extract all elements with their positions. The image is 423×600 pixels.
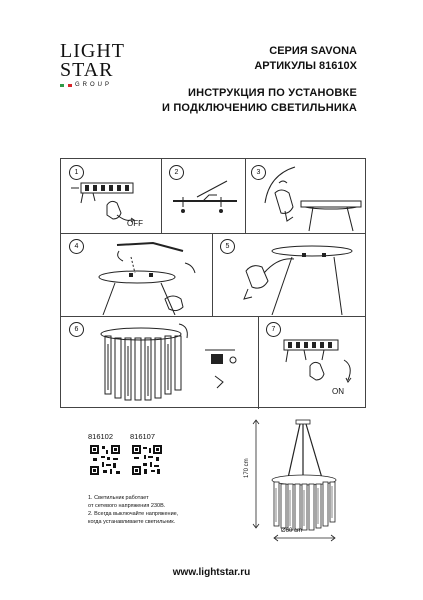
step-3-number: 3 [251,165,266,180]
grid-divider-col-4 [258,316,259,409]
step-1-number: 1 [69,165,84,180]
step-7-number: 7 [266,322,281,337]
step-3-panel: 3 [245,159,367,233]
product-code-1: 816102 [88,432,114,441]
series-name: СЕРИЯ SAVONA [269,45,357,57]
series-block: СЕРИЯ SAVONA АРТИКУЛЫ 81610X [254,44,357,74]
website-link[interactable]: www.lightstar.ru [172,567,251,578]
article-numbers: АРТИКУЛЫ 81610X [254,60,357,72]
title-line-1: ИНСТРУКЦИЯ ПО УСТАНОВКЕ [188,87,357,99]
logo-line-2: STAR [60,59,114,81]
grid-divider-row-1 [61,233,365,234]
note-line-4: когда устанавливаете светильник. [88,519,176,525]
logo-sub: GROUP [60,82,122,88]
step-1-panel: 1 OFF [61,159,161,233]
step-5-panel: 5 [212,233,367,316]
terminal-block-on-illustration [283,339,352,383]
grid-divider-col-1 [161,159,162,233]
diameter-dimension-label: Ø60 cm [281,528,303,534]
title-line-2: И ПОДКЛЮЧЕНИЮ СВЕТИЛЬНИКА [161,102,357,114]
grid-divider-col-3 [212,233,213,316]
step-4-number: 4 [69,239,84,254]
grid-divider-row-2 [61,316,365,317]
product-code-2: 816107 [130,432,156,441]
logo-sub-text: GROUP [75,82,113,88]
note-line-3: 2. Всегда выключайте напряжение, [88,511,179,517]
qr-code-816102[interactable] [89,444,121,476]
qr-code-816107[interactable] [131,444,163,476]
note-line-2: от сетевого напряжения 230В. [88,503,166,509]
note-line-1: 1. Светильник работает [88,495,149,501]
canopy-fastening-illustration [243,245,353,315]
lightstar-logo: LIGHT STAR GROUP [60,40,125,88]
height-dimension-label: 170 cm [244,458,250,478]
step-5-number: 5 [220,239,235,254]
grid-divider-col-2 [245,159,246,233]
canopy-wiring-illustration [264,166,362,232]
logo-line-1: LIGHT [60,40,125,62]
safety-notes: 1. Светильник работает от сетевого напря… [88,494,238,526]
terminal-block-off-illustration [71,182,135,223]
step-6-number: 6 [69,322,84,337]
mounting-bar-illustration [173,180,237,213]
on-label: ON [332,387,344,396]
cable-adjust-illustration [98,241,196,315]
step-6-panel: 6 [61,316,258,409]
installation-steps-grid: 1 OFF 2 3 [60,158,367,409]
step-2-number: 2 [169,165,184,180]
italian-flag-icon [60,83,72,87]
instruction-title: ИНСТРУКЦИЯ ПО УСТАНОВКЕ И ПОДКЛЮЧЕНИЮ СВ… [162,86,357,116]
crystal-assembly-illustration [100,323,237,401]
fixture-dimension-drawing [252,419,337,542]
step-2-panel: 2 [161,159,245,233]
step-7-panel: 7 ON [258,316,367,409]
off-label: OFF [127,219,143,228]
step-4-panel: 4 [61,233,212,316]
